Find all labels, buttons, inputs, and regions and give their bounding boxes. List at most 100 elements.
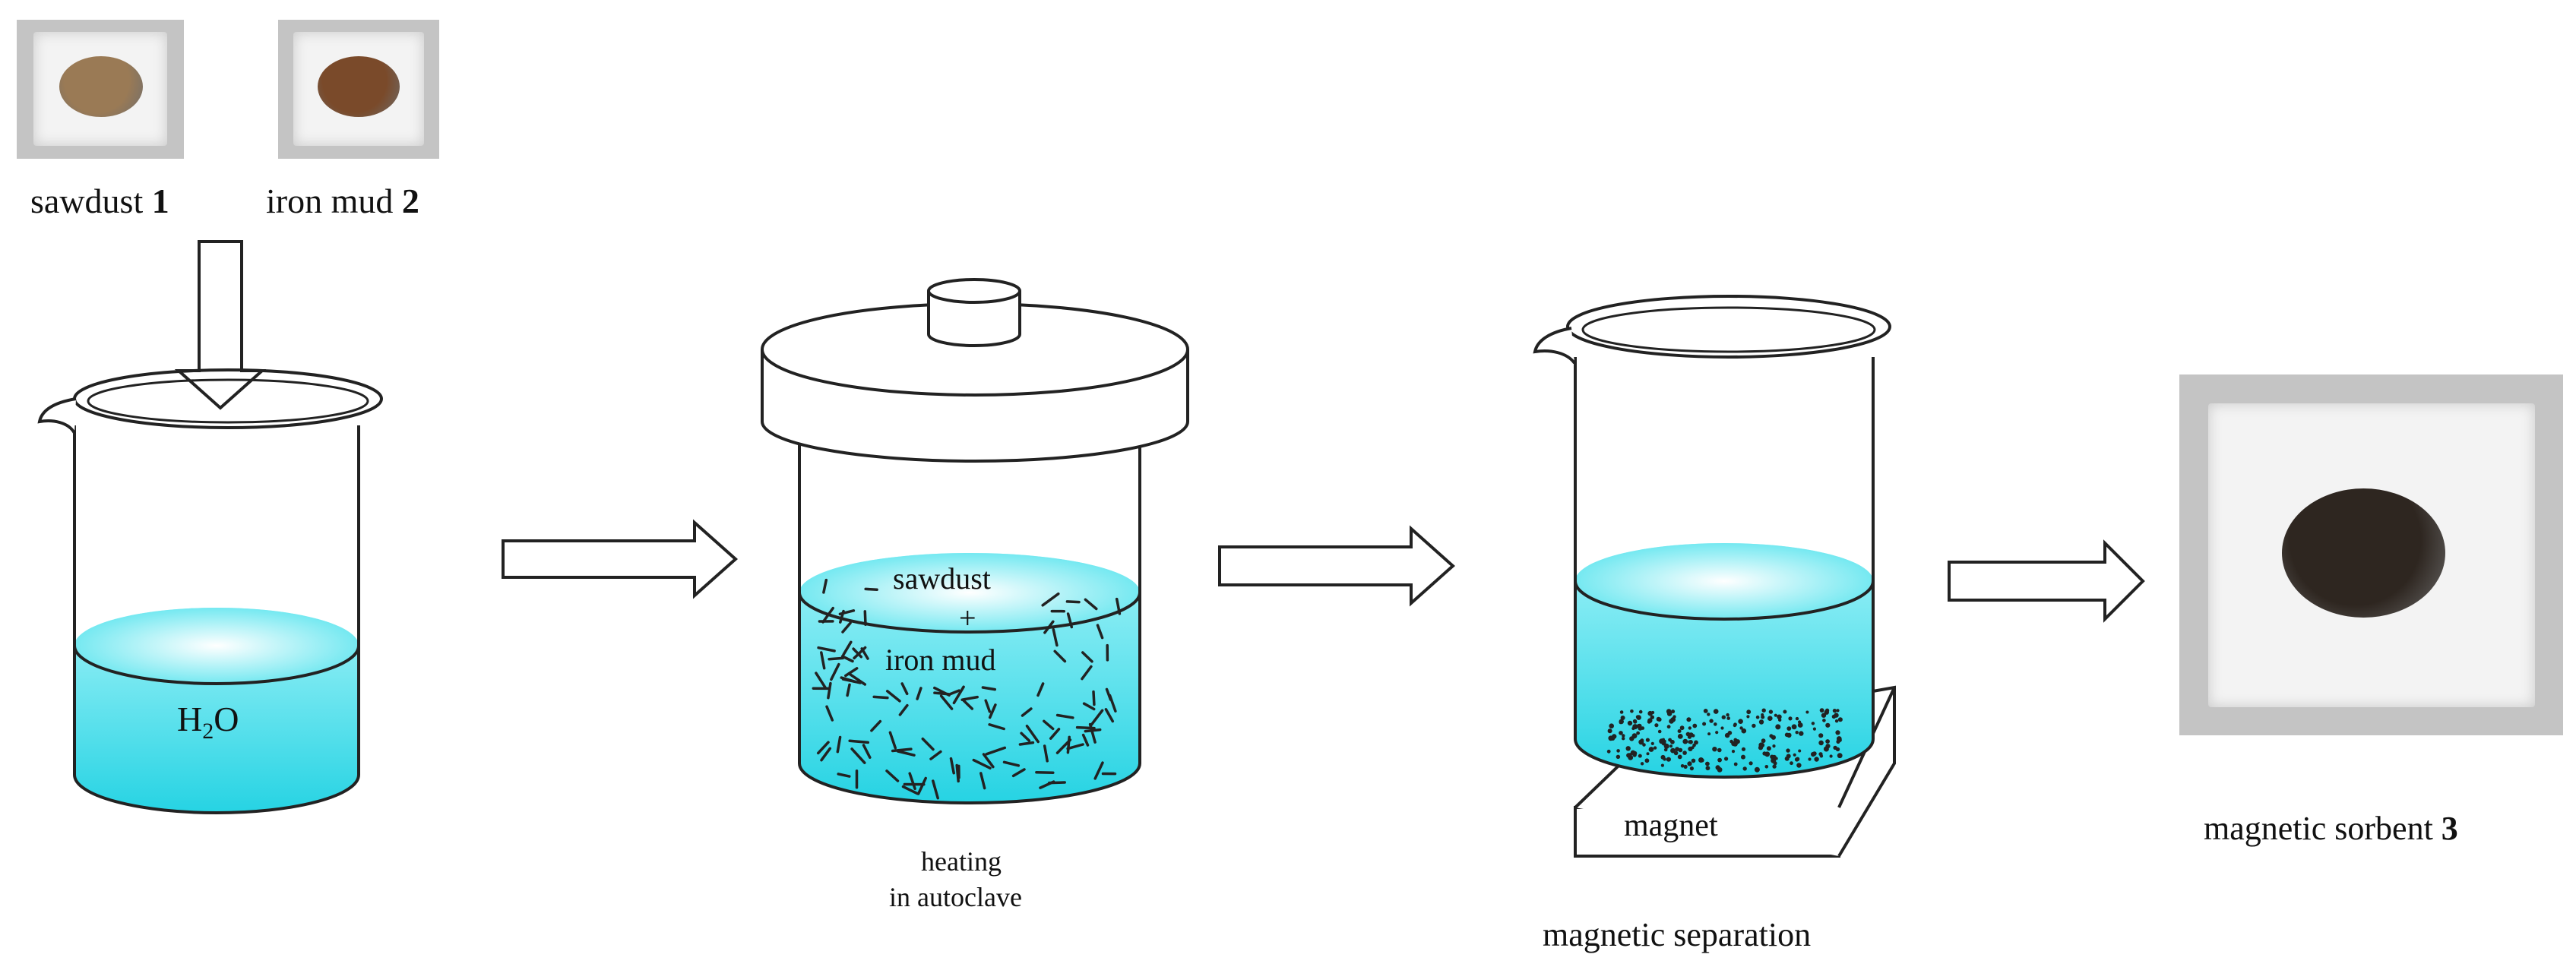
magnetic-particle-7 [1754, 766, 1760, 773]
sawdust-particle-98 [985, 746, 1007, 756]
magnetic-particle-64 [1657, 729, 1662, 734]
sawdust-particle-60 [885, 690, 901, 703]
sawdust-particle-109 [933, 686, 951, 697]
magnetic-particle-122 [1691, 758, 1696, 763]
magnetic-particle-191 [1762, 751, 1767, 756]
magnetic-particle-209 [1663, 757, 1666, 761]
magnetic-particle-215 [1686, 717, 1691, 722]
magnetic-particle-110 [1606, 749, 1611, 754]
magnetic-particle-48 [1834, 719, 1839, 723]
magnetic-particle-44 [1752, 723, 1756, 728]
autoclave-content-line1: sawdust [893, 561, 991, 596]
sawdust-particle-94 [846, 683, 851, 697]
magnetic-particle-178 [1619, 720, 1622, 725]
sawdust-particle-65 [1066, 743, 1084, 751]
sawdust-particle-44 [836, 735, 842, 754]
magnetic-particle-194 [1689, 766, 1694, 771]
magnetic-particle-139 [1726, 713, 1729, 717]
magnetic-particle-202 [1812, 727, 1816, 731]
process-arrow-2 [1218, 525, 1456, 607]
magnetic-particle-175 [1761, 715, 1765, 719]
magnetic-particle-198 [1808, 757, 1812, 761]
magnetic-particle-204 [1666, 725, 1671, 729]
sawdust-particle-93 [822, 578, 828, 594]
sawdust-particle-68 [1020, 732, 1031, 742]
magnetic-particle-27 [1822, 719, 1826, 722]
magnetic-particle-176 [1774, 713, 1777, 717]
sawdust-particle-105 [1115, 597, 1122, 615]
sawdust-particle-81 [827, 681, 832, 700]
sawdust-particle-7 [885, 769, 900, 782]
magnetic-particle-106 [1622, 737, 1625, 741]
sawdust-particle-97 [853, 646, 867, 660]
magnetic-particle-227 [1721, 715, 1726, 719]
magnetic-particle-137 [1682, 751, 1687, 755]
sawdust-particle-48 [932, 779, 939, 800]
magnetic-particle-70 [1625, 746, 1631, 751]
magnetic-particle-155 [1646, 752, 1650, 756]
magnetic-particle-164 [1631, 726, 1635, 731]
magnetic-particle-161 [1733, 741, 1738, 747]
magnet-label: magnet [1624, 808, 1718, 843]
sawdust-particle-13 [1093, 761, 1104, 780]
sawdust-particle-70 [960, 695, 979, 701]
autoclave-content-line3: iron mud [885, 643, 996, 677]
magnetic-particle-233 [1790, 761, 1793, 766]
sawdust-particle-67 [901, 785, 919, 795]
sawdust-particle-19 [1011, 768, 1026, 778]
magnetic-particle-232 [1837, 717, 1843, 722]
sawdust-particle-11 [949, 757, 955, 775]
magnetic-particle-51 [1679, 725, 1685, 731]
magnetic-particle-167 [1636, 723, 1641, 728]
magnetic-particle-166 [1677, 754, 1682, 760]
magnetic-particle-130 [1633, 719, 1638, 724]
magnetic-particle-65 [1682, 738, 1688, 744]
magnetic-particle-0 [1620, 716, 1625, 720]
magnetic-particle-38 [1767, 716, 1773, 721]
magnetic-particle-57 [1638, 709, 1643, 714]
feed-arrow-down [174, 240, 267, 410]
magnetic-particle-17 [1677, 734, 1683, 739]
magnetic-particle-226 [1786, 726, 1792, 731]
magnetic-particle-160 [1758, 742, 1764, 748]
sawdust-particle-53 [984, 699, 992, 713]
magnetic-particle-114 [1819, 754, 1824, 758]
water-beaker [37, 368, 383, 814]
sawdust-particle-50 [1090, 709, 1104, 726]
magnetic-particle-1 [1758, 719, 1764, 725]
sawdust-particle-38 [1105, 687, 1112, 701]
magnetic-particle-124 [1644, 758, 1650, 763]
sawdust-particle-56 [1039, 780, 1055, 789]
magnetic-particle-212 [1795, 731, 1799, 735]
sawdust-particle-25 [916, 776, 927, 795]
sawdust-particle-61 [988, 723, 1005, 731]
sawdust-particle-49 [841, 621, 852, 634]
magnetic-particle-173 [1654, 723, 1659, 728]
magnetic-particle-104 [1703, 709, 1708, 713]
magnetic-particle-93 [1705, 766, 1710, 771]
sawdust-particle-8 [1043, 719, 1055, 731]
magnetic-particle-132 [1729, 739, 1733, 744]
process-arrow-3 [1948, 539, 2145, 623]
magnetic-particle-195 [1769, 734, 1774, 738]
magnetic-particle-16 [1653, 746, 1657, 750]
magnetic-particle-10 [1627, 720, 1633, 726]
sawdust-particle-35 [1043, 744, 1049, 763]
magnetic-particle-89 [1616, 749, 1620, 753]
magnetic-particle-59 [1775, 724, 1781, 730]
magnetic-particle-190 [1720, 726, 1724, 730]
magnetic-sorbent-pile [2282, 488, 2445, 618]
magnetic-particle-218 [1631, 733, 1638, 739]
magnetic-particle-23 [1811, 722, 1815, 725]
magnetic-particle-50 [1829, 754, 1833, 758]
sawdust-particle-39 [870, 719, 882, 732]
magnetic-particle-214 [1691, 746, 1695, 750]
sawdust-particle-41 [1066, 612, 1074, 629]
sawdust-particle-103 [1055, 738, 1072, 754]
magnetic-particle-180 [1837, 753, 1843, 759]
sawdust-particle-40 [908, 772, 916, 791]
magnetic-particle-118 [1777, 714, 1782, 719]
magnetic-particle-141 [1635, 715, 1640, 719]
sawdust-particle-66 [817, 646, 836, 653]
sawdust-particle-76 [1052, 627, 1059, 647]
